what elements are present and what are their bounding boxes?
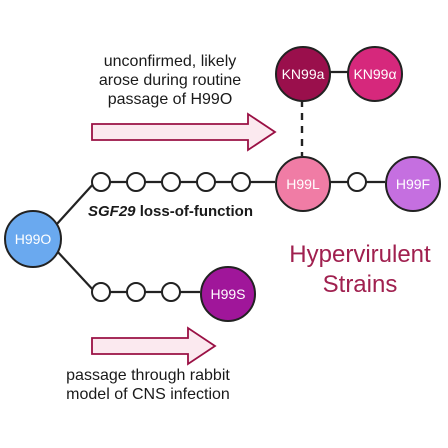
lower-branch-line bbox=[55, 249, 96, 293]
upper-passage-node bbox=[126, 172, 146, 192]
upper-annotation-line-3: passage of H99O bbox=[107, 91, 233, 108]
strain-h99l: H99L bbox=[275, 156, 331, 212]
strain-h99f: H99F bbox=[385, 156, 441, 212]
strain-kn99alpha-label: KN99α bbox=[353, 66, 397, 82]
sgf29-gene: SGF29 bbox=[88, 203, 136, 220]
hypervirulent-label: Hypervirulent Strains bbox=[270, 240, 448, 300]
upper-passage-node bbox=[231, 172, 251, 192]
strain-h99l-label: H99L bbox=[286, 176, 320, 192]
upper-passage-node bbox=[196, 172, 216, 192]
upper-passage-node bbox=[161, 172, 181, 192]
upper-passage-node bbox=[91, 172, 111, 192]
lower-annotation: passage through rabbit model of CNS infe… bbox=[48, 366, 248, 404]
strain-h99s: H99S bbox=[200, 266, 256, 322]
lower-passage-node bbox=[126, 282, 146, 302]
strain-h99o: H99O bbox=[4, 210, 62, 268]
lower-passage-node bbox=[91, 282, 111, 302]
strain-h99s-label: H99S bbox=[210, 286, 246, 302]
sgf29-rest: loss-of-function bbox=[135, 203, 254, 220]
hypervirulent-line-1: Hypervirulent bbox=[289, 241, 431, 268]
upper-annotation-line-1: unconfirmed, likely bbox=[103, 53, 237, 70]
strain-kn99alpha: KN99α bbox=[347, 46, 403, 102]
h99l-h99f-passage-node bbox=[347, 172, 367, 192]
lower-annotation-line-1: passage through rabbit bbox=[66, 367, 230, 384]
strain-h99f-label: H99F bbox=[395, 176, 431, 192]
lower-annotation-line-2: model of CNS infection bbox=[66, 386, 230, 403]
upper-annotation-line-2: arose during routine bbox=[98, 72, 242, 89]
lower-passage-arrow bbox=[91, 326, 217, 366]
strain-h99o-label: H99O bbox=[14, 231, 52, 247]
strain-kn99a-label: KN99a bbox=[281, 66, 325, 82]
sgf29-label: SGF29 loss-of-function bbox=[88, 203, 253, 220]
hypervirulent-line-2: Strains bbox=[322, 271, 398, 298]
strain-kn99a: KN99a bbox=[275, 46, 331, 102]
upper-annotation: unconfirmed, likely arose during routine… bbox=[70, 52, 270, 109]
upper-branch-line bbox=[55, 181, 96, 226]
upper-passage-arrow bbox=[91, 112, 277, 152]
lower-passage-node bbox=[161, 282, 181, 302]
